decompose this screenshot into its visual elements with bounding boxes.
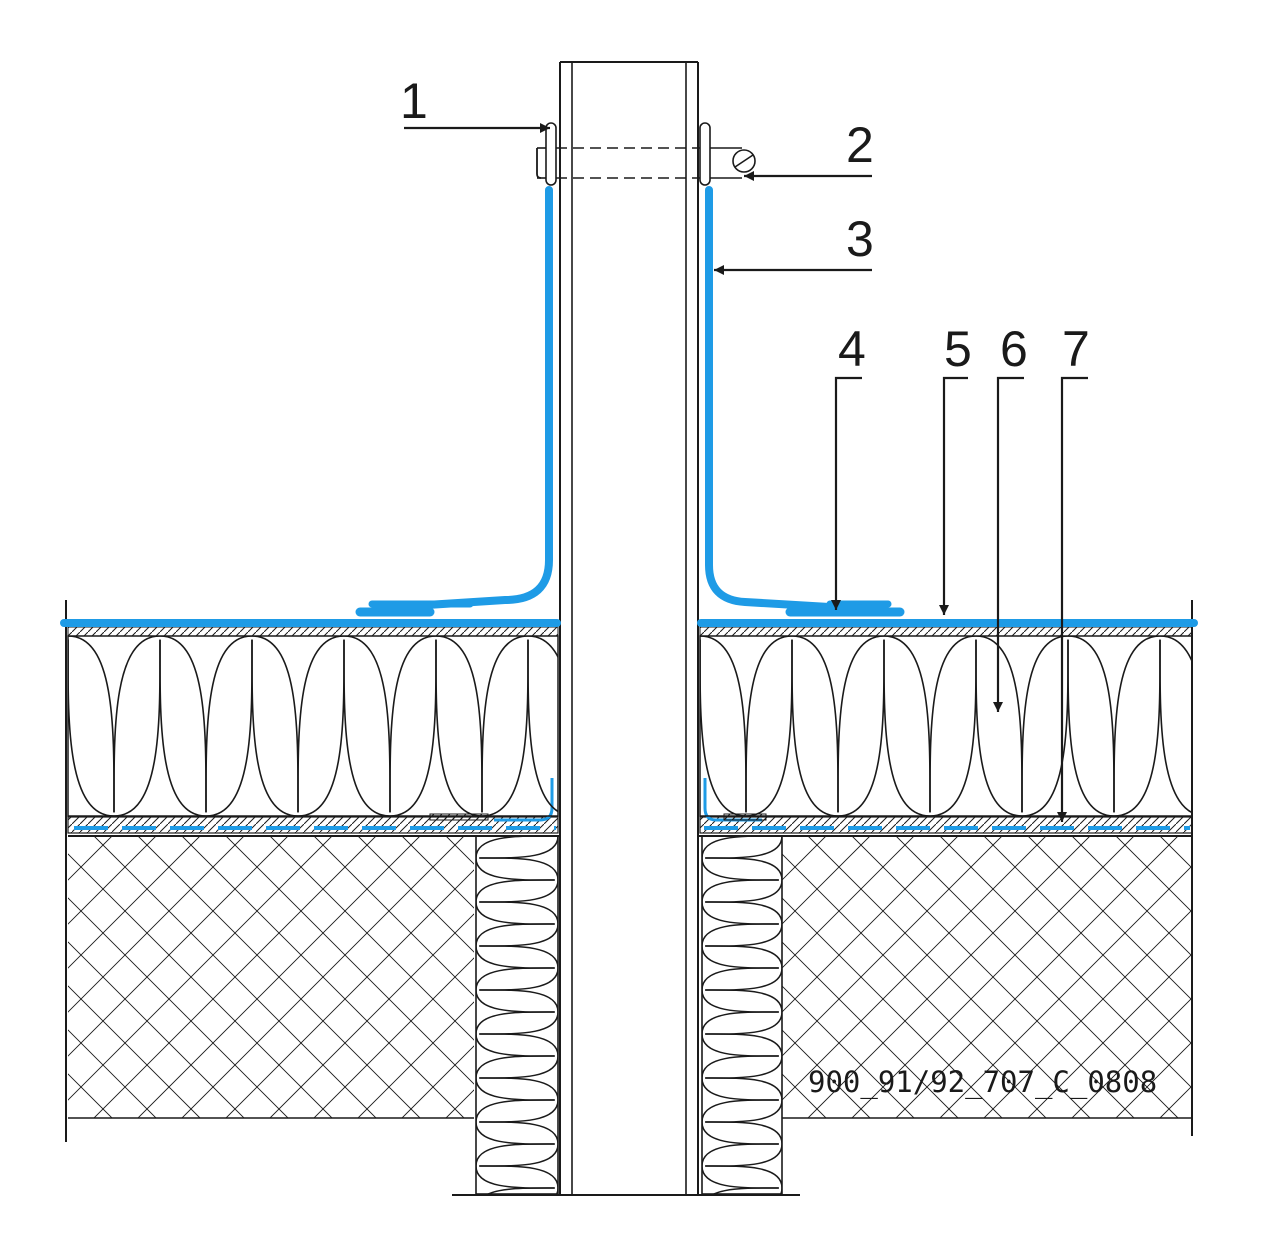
pipe bbox=[559, 61, 699, 1195]
callout-6-label: 6 bbox=[1000, 321, 1028, 377]
drawing-code: 900_91/92_707_C_0808 bbox=[808, 1065, 1157, 1100]
callout-2-label: 2 bbox=[846, 117, 874, 173]
vapour-barrier-layer bbox=[67, 778, 1193, 834]
roofing-membrane bbox=[60, 186, 1198, 627]
pipe-collar-insulation bbox=[452, 835, 800, 1196]
callout-7-label: 7 bbox=[1062, 321, 1090, 377]
callout-5-label: 5 bbox=[944, 321, 972, 377]
separation-layer bbox=[67, 626, 1193, 637]
callout-1-label: 1 bbox=[400, 73, 428, 129]
callout-4-label: 4 bbox=[838, 321, 866, 377]
callout-3-label: 3 bbox=[846, 211, 874, 267]
thermal-insulation bbox=[67, 635, 1193, 817]
callout-leaders bbox=[404, 123, 1088, 822]
callout-labels: 1 2 3 4 5 6 7 bbox=[400, 73, 1090, 377]
clamp-ring bbox=[536, 122, 756, 186]
concrete-deck bbox=[65, 600, 1193, 1142]
